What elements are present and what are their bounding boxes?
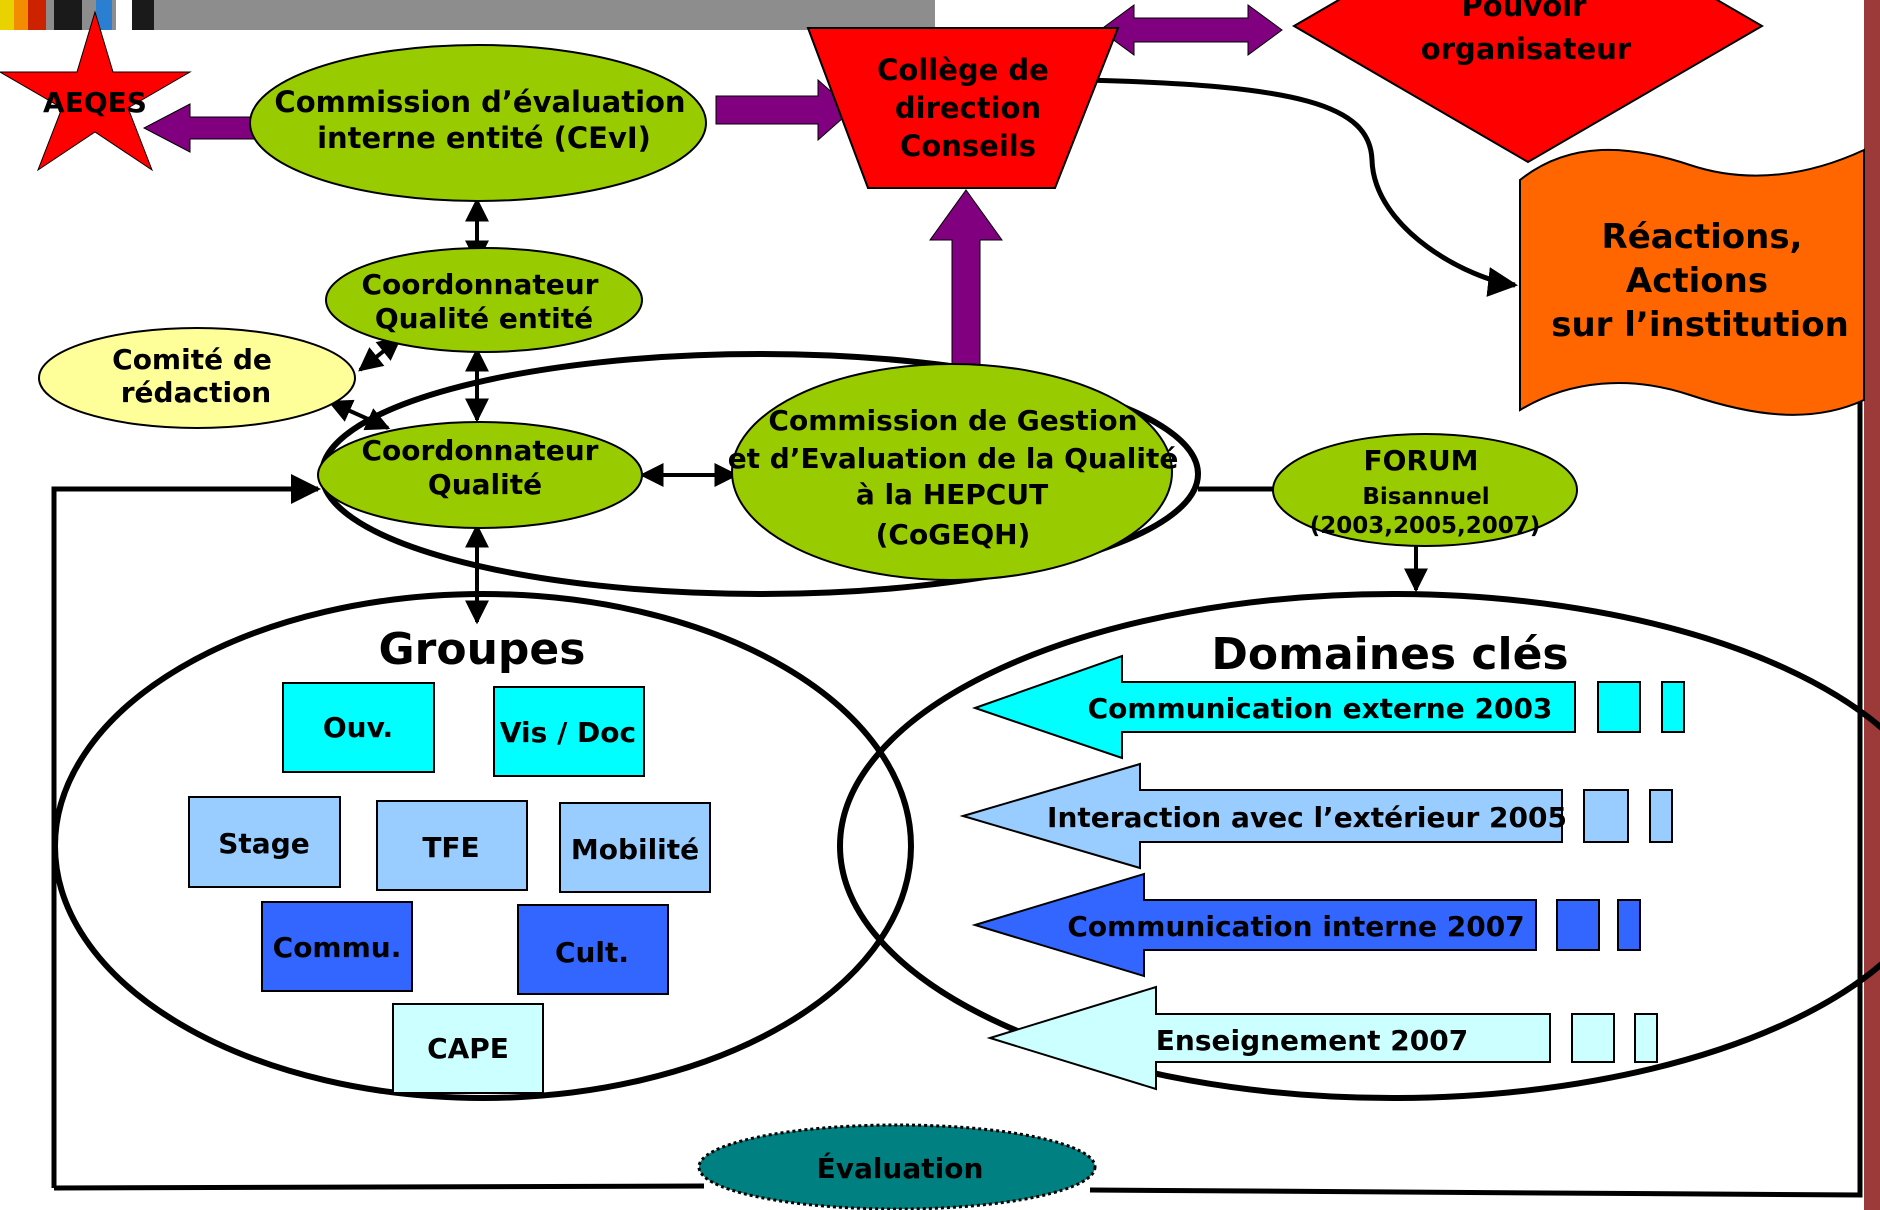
groupe-cape-label: CAPE xyxy=(427,1032,509,1065)
groupe-cult-label: Cult. xyxy=(555,936,629,969)
coord-qualite-label-1: Coordonnateur xyxy=(362,434,599,467)
domaine-arrow-1 xyxy=(971,654,1576,760)
forum-ellipse xyxy=(1272,433,1578,547)
comite-label-2: rédaction xyxy=(121,376,272,409)
box-cult xyxy=(517,904,669,995)
cevi-ellipse xyxy=(249,44,707,202)
reactions-banner xyxy=(1519,148,1865,416)
cogeqh-label-2: et d’Evaluation de la Qualité xyxy=(728,442,1179,475)
groupe-ouv-label: Ouv. xyxy=(323,711,393,744)
comite-ellipse xyxy=(38,327,356,429)
evaluation-label: Évaluation xyxy=(817,1151,984,1185)
curve-arrow-reactions xyxy=(1081,77,1518,297)
pouvoir-diamond xyxy=(1292,0,1764,164)
college-label-3: Conseils xyxy=(900,129,1036,163)
college-trapezoid xyxy=(806,27,1120,189)
groupe-mobilite-label: Mobilité xyxy=(571,833,699,866)
coord-entite-label-2: Qualité entité xyxy=(375,302,593,335)
domaines-title: Domaines clés xyxy=(1211,629,1568,680)
box-commu xyxy=(261,901,413,992)
college-label-1: Collège de xyxy=(877,53,1049,87)
evaluation-ellipse xyxy=(697,1123,1097,1210)
box-cape xyxy=(392,1003,544,1094)
top-banner xyxy=(0,0,935,30)
domaine-2-label: Interaction avec l’extérieur 2005 xyxy=(1047,801,1567,834)
cogeqh-label-1: Commission de Gestion xyxy=(768,404,1137,437)
pouvoir-label-2: organisateur xyxy=(1421,32,1632,66)
box-mobilite xyxy=(559,802,711,893)
forum-label-2: Bisannuel xyxy=(1362,484,1489,510)
groupe-vis-doc-label: Vis / Doc xyxy=(500,716,636,749)
domaine-arrow-4 xyxy=(986,985,1551,1091)
box-tfe xyxy=(376,800,528,891)
coord-qualite-ellipse xyxy=(317,421,643,529)
reactions-label-1: Réactions, xyxy=(1602,217,1803,257)
arrow-college-pouvoir xyxy=(1099,4,1283,56)
domaine-arrow-2 xyxy=(959,762,1563,870)
box-vis-doc xyxy=(493,686,645,777)
reactions-label-3: sur l’institution xyxy=(1551,305,1849,345)
pouvoir-label-1: Pouvoir xyxy=(1462,0,1588,23)
coord-entite-label-1: Coordonnateur xyxy=(362,268,599,301)
coord-entite-ellipse xyxy=(325,247,643,353)
groupes-title: Groupes xyxy=(379,624,586,675)
arrow-to-aeqes xyxy=(142,103,255,153)
cogeqh-ellipse xyxy=(731,363,1173,581)
side-bar xyxy=(1864,0,1880,1210)
purple-arrows xyxy=(142,4,1283,371)
cogeqh-label-4: (CoGEQH) xyxy=(876,518,1031,551)
aeqes-star xyxy=(0,10,192,172)
arrow-to-college xyxy=(715,78,853,142)
box-ouv xyxy=(282,682,435,773)
coord-qualite-label-2: Qualité xyxy=(428,468,542,501)
cevi-label-1: Commission d’évaluation xyxy=(274,85,685,119)
groupe-commu-label: Commu. xyxy=(273,931,402,964)
groupes-boxes xyxy=(188,682,711,1094)
domaines-ellipse xyxy=(837,591,1880,1101)
forum-label-3: (2003,2005,2007) xyxy=(1310,513,1541,539)
feedback-loop xyxy=(51,395,1863,1198)
groupe-tfe-label: TFE xyxy=(422,831,479,864)
comite-label-1: Comité de xyxy=(112,343,272,376)
domaine-3-label: Communication interne 2007 xyxy=(1067,910,1524,943)
box-stage xyxy=(188,796,341,888)
domaines-arrows xyxy=(959,654,1685,1091)
college-label-2: direction xyxy=(895,91,1041,125)
domaine-1-label: Communication externe 2003 xyxy=(1088,692,1553,725)
reactions-label-2: Actions xyxy=(1626,261,1768,301)
domaine-4-label: Enseignement 2007 xyxy=(1156,1024,1468,1057)
cogeqh-label-3: à la HEPCUT xyxy=(856,478,1048,511)
arrow-cogeqh-college xyxy=(929,189,1003,371)
domaine-arrow-3 xyxy=(971,872,1537,978)
forum-label-1: FORUM xyxy=(1363,444,1478,477)
groupe-stage-label: Stage xyxy=(218,827,309,860)
aeqes-label: AEQES xyxy=(43,86,147,119)
cevi-label-2: interne entité (CEvI) xyxy=(317,121,651,155)
